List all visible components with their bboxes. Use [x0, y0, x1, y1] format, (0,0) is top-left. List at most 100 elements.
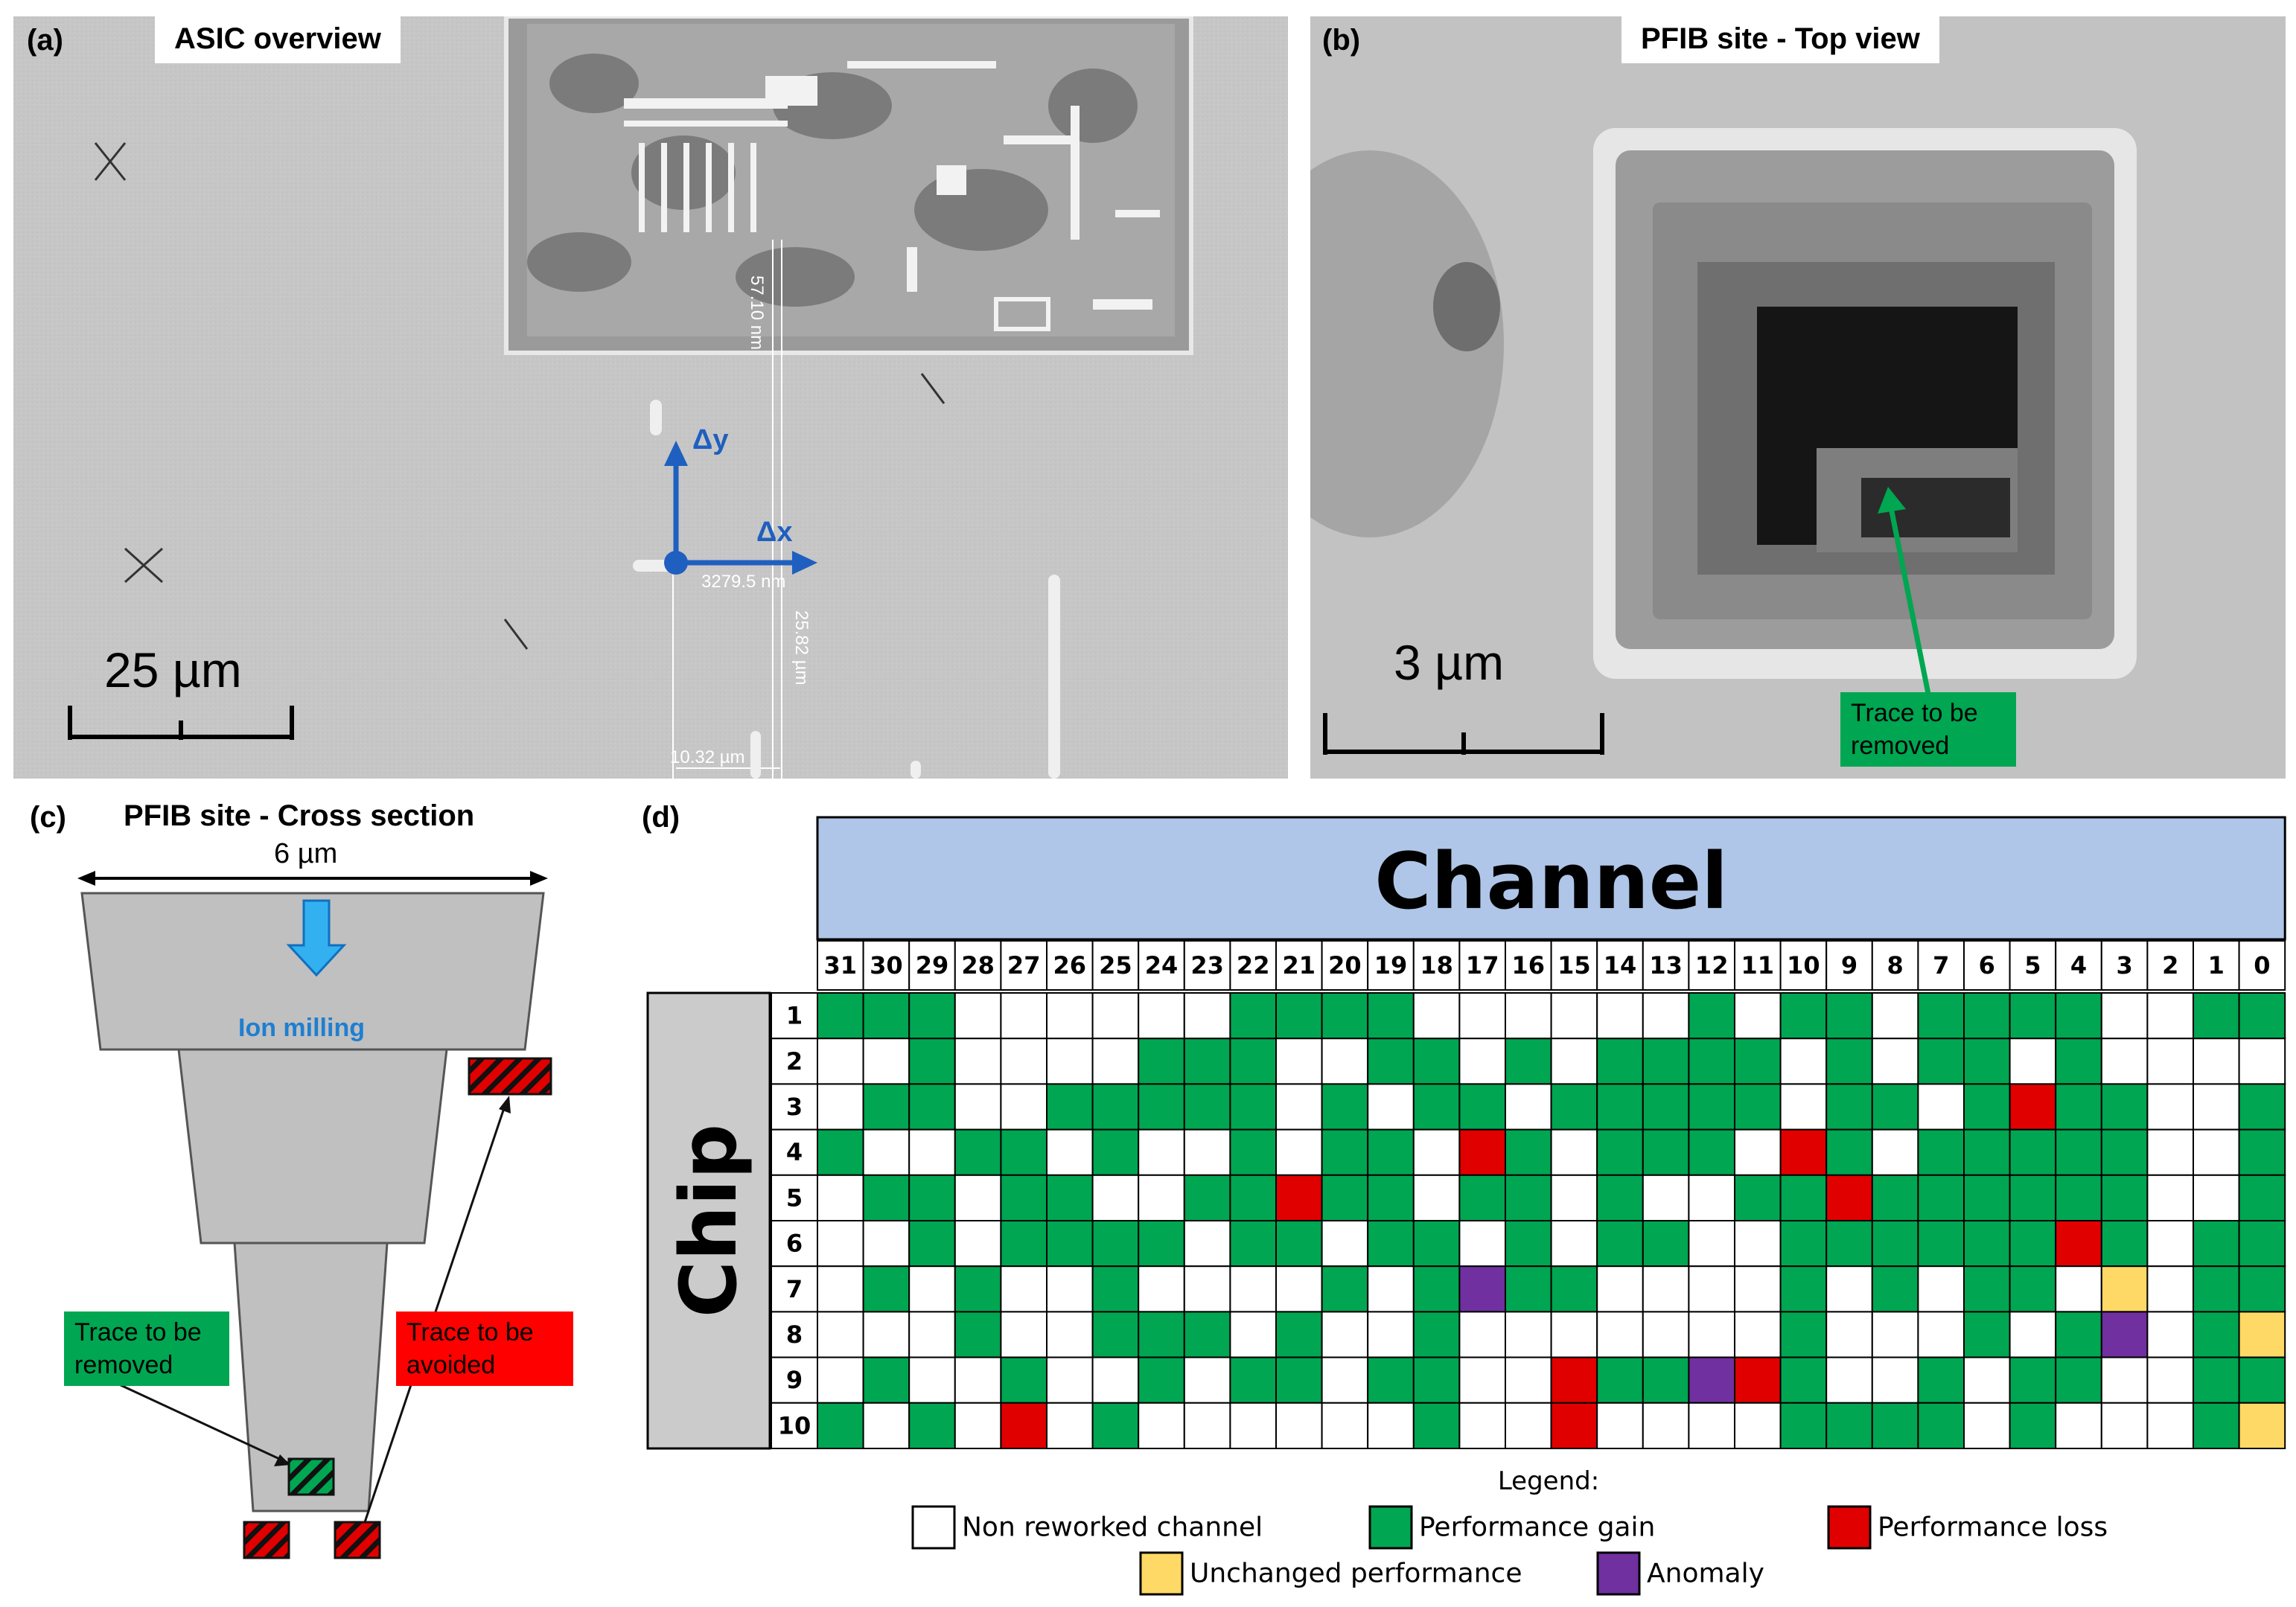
grid-cell: [1505, 1356, 1552, 1404]
grid-cell: [1596, 1174, 1644, 1222]
grid-cell: [1917, 1220, 1965, 1268]
grid-cell: [2238, 1311, 2286, 1358]
grid-cell: [2009, 992, 2057, 1040]
grid-cell: [954, 1220, 1002, 1268]
grid-cell: [1458, 1356, 1507, 1404]
grid-cell: [1734, 1038, 1782, 1085]
grid-cell: [1688, 1128, 1735, 1176]
grid-cell: [1000, 1128, 1048, 1176]
channel-number-cell: [1550, 940, 1598, 991]
legend-title: Legend:: [1498, 1466, 1599, 1496]
grid-cell: [1000, 1356, 1048, 1404]
grid-cell: [1596, 1356, 1644, 1404]
grid-cell: [908, 1356, 956, 1404]
grid-cell: [1138, 1311, 1185, 1358]
grid-cell: [1596, 992, 1644, 1040]
grid-cell: [1138, 1220, 1185, 1268]
grid-cell: [1091, 1311, 1140, 1358]
panel-b-letter: (b): [1322, 24, 1361, 57]
grid-cell: [1091, 1128, 1140, 1176]
chip-number-cell: [771, 1356, 818, 1404]
grid-cell: [1779, 1128, 1828, 1176]
grid-cell: [862, 1038, 911, 1085]
grid-cell: [954, 1265, 1002, 1313]
grid-cell: [1825, 1174, 1873, 1222]
grid-cell: [2055, 1038, 2102, 1085]
channel-number-label: 15: [1557, 951, 1591, 980]
grid-cell: [1138, 1265, 1185, 1313]
grid-cell: [2055, 992, 2102, 1040]
grid-cell: [1091, 1220, 1140, 1268]
chip-number-label: 1: [786, 1002, 803, 1030]
grid-cell: [1275, 1174, 1323, 1222]
channel-number-label: 5: [2024, 951, 2041, 980]
grid-cell: [1000, 1402, 1048, 1450]
grid-cell: [1412, 1038, 1461, 1085]
grid-cell: [1321, 1265, 1369, 1313]
grid-cell: [1917, 1402, 1965, 1450]
grid-cell: [2193, 992, 2240, 1040]
channel-number-label: 21: [1283, 951, 1316, 980]
grid-cell: [2193, 1083, 2240, 1131]
channel-number-cell: [1229, 940, 1278, 991]
grid-cell: [1779, 1083, 1828, 1131]
grid-cell: [1412, 1220, 1461, 1268]
grid-cell: [817, 1128, 864, 1176]
grid-cell: [908, 1311, 956, 1358]
grid-cell: [1000, 1311, 1048, 1358]
grid-cell: [1091, 1402, 1140, 1450]
grid-cell: [1550, 1128, 1598, 1176]
grid-cell: [1917, 1265, 1965, 1313]
delta-y-label: Δy: [692, 424, 729, 456]
grid-cell: [1871, 1220, 1919, 1268]
channel-header-label: Channel: [1374, 836, 1728, 927]
grid-cell: [2193, 1128, 2240, 1176]
grid-cell: [954, 1038, 1002, 1085]
trace-removed-label: Trace to be removed: [64, 1312, 229, 1386]
channel-number-label: 19: [1374, 951, 1408, 980]
grid-cell: [1871, 1356, 1919, 1404]
grid-cell: [2055, 1083, 2102, 1131]
grid-cell: [1046, 1174, 1094, 1222]
grid-cell: [954, 1356, 1002, 1404]
grid-cell: [2193, 1265, 2240, 1313]
channel-number-cell: [1091, 940, 1140, 991]
grid-cell: [817, 1311, 864, 1358]
cross-section-graphic: [77, 871, 552, 1559]
grid-cell: [1046, 1265, 1094, 1313]
grid-cell: [954, 992, 1002, 1040]
grid-cell: [1550, 1174, 1598, 1222]
grid-cell: [2193, 1311, 2240, 1358]
grid-cell: [1321, 1038, 1369, 1085]
channel-number-label: 1: [2208, 951, 2225, 980]
grid-cell: [1963, 1265, 2011, 1313]
channel-number-label: 3: [2116, 951, 2132, 980]
grid-cell: [1412, 1128, 1461, 1176]
legend-swatch: [911, 1505, 956, 1550]
grid-cell: [1321, 1174, 1369, 1222]
chip-number-label: 2: [786, 1047, 803, 1076]
grid-cell: [2146, 1311, 2194, 1358]
grid-cell: [2100, 1038, 2149, 1085]
grid-cell: [1275, 1356, 1323, 1404]
grid-cell: [2009, 1174, 2057, 1222]
grid-cell: [1412, 1356, 1461, 1404]
panel-d-letter: (d): [642, 801, 680, 834]
channel-number-label: 23: [1190, 951, 1224, 980]
grid-cell: [2055, 1402, 2102, 1450]
channel-number-label: 0: [2254, 951, 2270, 980]
grid-cell: [1183, 1220, 1231, 1268]
grid-cell: [1825, 1311, 1873, 1358]
grid-cell: [1688, 1174, 1735, 1222]
grid-cell: [1229, 992, 1278, 1040]
grid-cell: [2238, 1174, 2286, 1222]
grid-cell: [1412, 1402, 1461, 1450]
grid-cell: [817, 1356, 864, 1404]
grid-cell: [1688, 1402, 1735, 1450]
grid-cell: [1138, 1128, 1185, 1176]
grid-cell: [1642, 1356, 1690, 1404]
grid-cell: [1550, 992, 1598, 1040]
grid-cell: [1458, 1402, 1507, 1450]
grid-cell: [1275, 1220, 1323, 1268]
channel-number-cell: [1505, 940, 1552, 991]
